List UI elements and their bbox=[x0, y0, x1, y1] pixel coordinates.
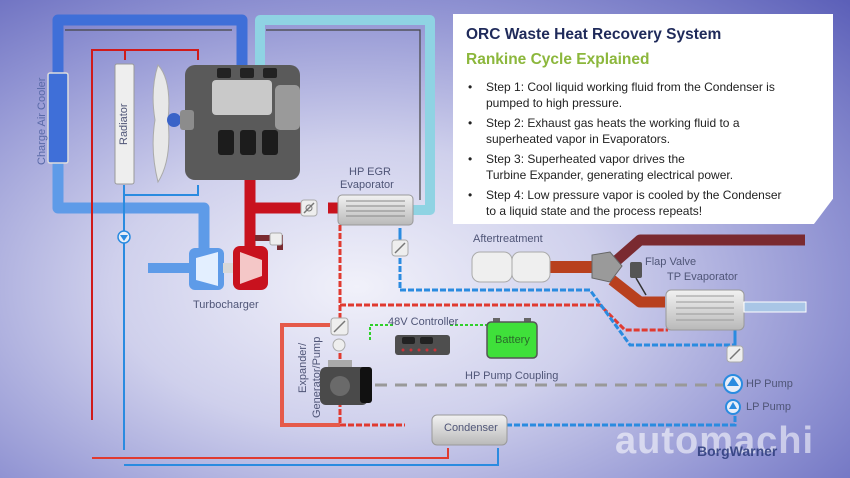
label-turbocharger: Turbocharger bbox=[193, 299, 259, 311]
fan-icon bbox=[152, 64, 181, 184]
charge-air-cooler bbox=[47, 72, 69, 164]
radiator-hoses bbox=[91, 49, 199, 450]
label-expander: Expander/ bbox=[297, 342, 309, 393]
engine-icon bbox=[180, 65, 300, 180]
label-hp-egr: HP EGR bbox=[349, 166, 391, 178]
tp-valve-icon bbox=[726, 345, 744, 363]
expander-valve-icon bbox=[330, 317, 349, 352]
panel-title: ORC Waste Heat Recovery System bbox=[466, 26, 722, 43]
watermark-site: automachi bbox=[615, 420, 815, 462]
aftertreatment bbox=[471, 251, 551, 283]
egr-valve-icon bbox=[300, 199, 318, 217]
48v-controller bbox=[395, 335, 450, 355]
step-item: Step 1: Cool liquid working fluid from t… bbox=[466, 80, 828, 111]
egr-loop bbox=[255, 15, 435, 215]
hp-pump-icon bbox=[723, 374, 743, 394]
turbocharger bbox=[148, 246, 268, 290]
label-aftertreatment: Aftertreatment bbox=[473, 233, 543, 245]
lp-pump-icon bbox=[725, 399, 741, 415]
label-flap-valve: Flap Valve bbox=[645, 256, 697, 268]
brand-logo: BorgWarner bbox=[697, 443, 778, 459]
steps-list: Step 1: Cool liquid working fluid from t… bbox=[466, 80, 828, 224]
condenser bbox=[431, 414, 508, 446]
label-hp-pump-coupling: HP Pump Coupling bbox=[465, 370, 559, 382]
label-generator-pump: Generator/Pump bbox=[311, 336, 323, 418]
coolant-pump-icon bbox=[117, 230, 131, 244]
label-hp-egr-evaporator: Evaporator bbox=[340, 179, 394, 191]
panel-subtitle: Rankine Cycle Explained bbox=[466, 51, 650, 68]
label-battery: Battery bbox=[495, 334, 530, 346]
battery bbox=[486, 318, 538, 359]
radiator bbox=[114, 63, 135, 185]
bypass-valve-icon bbox=[269, 232, 283, 246]
step-item: Step 4: Low pressure vapor is cooled by … bbox=[466, 188, 828, 219]
label-condenser: Condenser bbox=[444, 422, 498, 434]
step-item: Step 2: Exhaust gas heats the working fl… bbox=[466, 116, 828, 147]
hp-egr-evaporator bbox=[337, 194, 414, 226]
label-hp-pump: HP Pump bbox=[746, 378, 793, 390]
label-tp-evaporator: TP Evaporator bbox=[667, 271, 738, 283]
info-panel: ORC Waste Heat Recovery System Rankine C… bbox=[453, 14, 833, 224]
label-48v-controller: 48V Controller bbox=[388, 316, 459, 328]
hp-egr-fluid-valve-icon bbox=[391, 239, 409, 257]
flap-valve-icon bbox=[591, 251, 647, 296]
label-radiator: Radiator bbox=[118, 103, 130, 145]
tp-evaporator bbox=[665, 289, 807, 331]
label-lp-pump: LP Pump bbox=[746, 401, 792, 413]
step-item: Step 3: Superheated vapor drives theTurb… bbox=[466, 152, 828, 183]
label-charge-air-cooler: Charge Air Cooler bbox=[36, 77, 48, 165]
expander-generator-pump bbox=[320, 360, 372, 405]
